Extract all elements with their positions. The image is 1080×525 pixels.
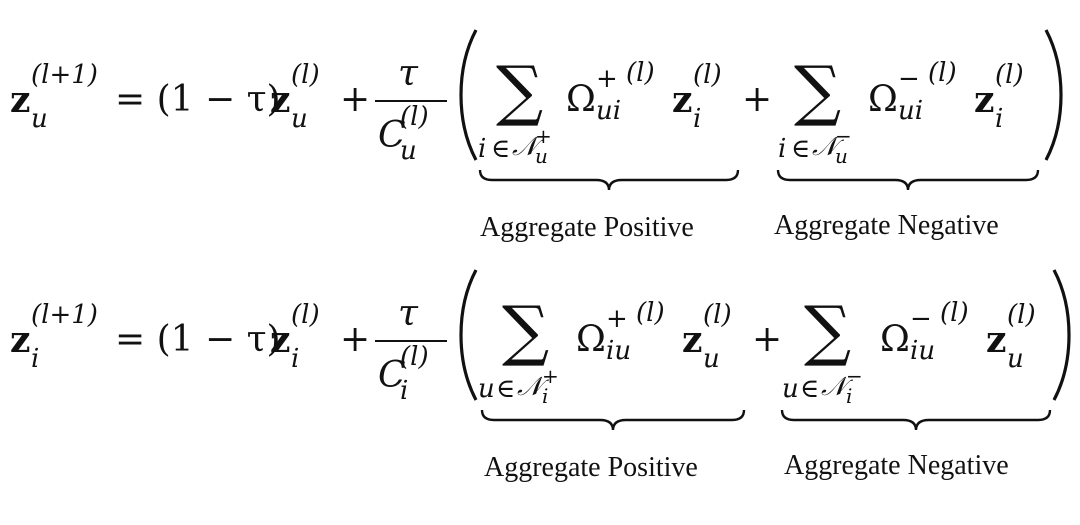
fraction-den-sup: (l) [400, 102, 429, 132]
lhs-z-sup: (l+1) [31, 60, 98, 90]
negative-z-sub: i [995, 104, 1004, 134]
omega-positive-sup: (l) [636, 298, 665, 328]
omega-negative-sup: (l) [928, 58, 957, 88]
item-update-equation: z i (l+1) = (1 − τ) z i (l) + τ C i (l) … [0, 240, 1080, 502]
fraction-den-sub: u [400, 136, 417, 166]
omega-negative-sign: − [898, 64, 920, 94]
plus-sign: + [340, 79, 371, 120]
underbrace-negative [776, 169, 1040, 191]
sum-positive-index-in: ∈ [496, 374, 516, 404]
rhs-decay-factor: = (1 − τ) [115, 79, 281, 120]
underbrace-positive [478, 169, 740, 191]
label-aggregate-positive: Aggregate Positive [484, 452, 698, 483]
negative-z-base: z [986, 319, 1007, 361]
sum-positive-set-sup: + [542, 364, 559, 388]
omega-positive-sub: ui [596, 96, 622, 126]
fraction-den-sup: (l) [400, 342, 429, 372]
self-z-sub: i [291, 344, 300, 374]
between-plus: + [752, 319, 783, 360]
right-paren [1044, 29, 1063, 161]
user-update-equation: z u (l+1) = (1 − τ) z u (l) + τ C u (l) … [0, 0, 1080, 262]
plus-sign: + [340, 319, 371, 360]
positive-z-sup: (l) [693, 60, 722, 90]
lhs-z-sub: i [31, 344, 40, 374]
self-z-sup: (l) [291, 300, 320, 330]
fraction-bar [375, 340, 447, 342]
left-paren [459, 29, 478, 161]
fraction-den-c: C [378, 355, 406, 396]
rhs-decay-factor: = (1 − τ) [115, 319, 281, 360]
label-aggregate-negative: Aggregate Negative [784, 450, 1009, 481]
omega-positive: Ω [566, 79, 596, 120]
fraction-den-c: C [378, 115, 406, 156]
sum-negative-index-var: u [782, 374, 799, 404]
omega-negative-sub: iu [910, 336, 936, 366]
sum-positive-index-set: 𝒩 [512, 132, 537, 162]
label-aggregate-positive: Aggregate Positive [480, 212, 694, 243]
sum-positive-set-sup: + [535, 124, 552, 148]
sum-positive-set-sub: u [535, 144, 548, 168]
lhs-z-base: z [10, 319, 31, 361]
sum-positive-index-var: i [478, 134, 487, 164]
fraction-den-sub: i [400, 376, 409, 406]
sum-negative-index-set: 𝒩 [812, 132, 837, 162]
negative-z-sup: (l) [1007, 300, 1036, 330]
sum-negative-index-set: 𝒩 [821, 372, 846, 402]
positive-z-base: z [672, 79, 693, 121]
label-aggregate-negative: Aggregate Negative [774, 210, 999, 241]
sum-negative-set-sub: u [835, 144, 848, 168]
fraction-numerator-tau: τ [398, 293, 418, 334]
omega-positive-sub: iu [606, 336, 632, 366]
omega-negative: Ω [880, 319, 910, 360]
between-plus: + [742, 79, 773, 120]
sum-negative-set-sup: − [846, 364, 863, 388]
self-z-base: z [270, 79, 291, 121]
omega-positive-sign: + [596, 64, 618, 94]
self-z-sup: (l) [291, 60, 320, 90]
omega-positive-sign: + [606, 304, 628, 334]
sum-positive-index-var: u [478, 374, 495, 404]
omega-positive: Ω [576, 319, 606, 360]
negative-z-sup: (l) [995, 60, 1024, 90]
underbrace-positive [480, 409, 746, 431]
left-paren [459, 269, 478, 401]
sum-negative-set-sub: i [846, 384, 853, 408]
lhs-z-sup: (l+1) [31, 300, 98, 330]
underbrace-negative [780, 409, 1052, 431]
sum-positive-index-set: 𝒩 [517, 372, 542, 402]
sum-positive-sigma: ∑ [502, 292, 550, 369]
sum-positive-sigma: ∑ [496, 52, 544, 129]
sum-negative-index-var: i [778, 134, 787, 164]
negative-z-base: z [974, 79, 995, 121]
lhs-z-base: z [10, 79, 31, 121]
sum-negative-sigma: ∑ [804, 292, 852, 369]
sum-negative-index-in: ∈ [791, 134, 811, 164]
positive-z-sub: u [703, 344, 720, 374]
omega-positive-sup: (l) [626, 58, 655, 88]
positive-z-base: z [682, 319, 703, 361]
lhs-z-sub: u [31, 104, 48, 134]
sum-positive-index-in: ∈ [491, 134, 511, 164]
positive-z-sup: (l) [703, 300, 732, 330]
self-z-base: z [270, 319, 291, 361]
right-paren [1052, 269, 1071, 401]
sum-negative-sigma: ∑ [794, 52, 842, 129]
omega-negative-sub: ui [898, 96, 924, 126]
self-z-sub: u [291, 104, 308, 134]
omega-negative-sup: (l) [940, 298, 969, 328]
sum-positive-set-sub: i [542, 384, 549, 408]
fraction-bar [375, 100, 447, 102]
sum-negative-index-in: ∈ [800, 374, 820, 404]
fraction-numerator-tau: τ [398, 53, 418, 94]
omega-negative-sign: − [910, 304, 932, 334]
omega-negative: Ω [868, 79, 898, 120]
sum-negative-set-sup: − [835, 124, 852, 148]
negative-z-sub: u [1007, 344, 1024, 374]
positive-z-sub: i [693, 104, 702, 134]
